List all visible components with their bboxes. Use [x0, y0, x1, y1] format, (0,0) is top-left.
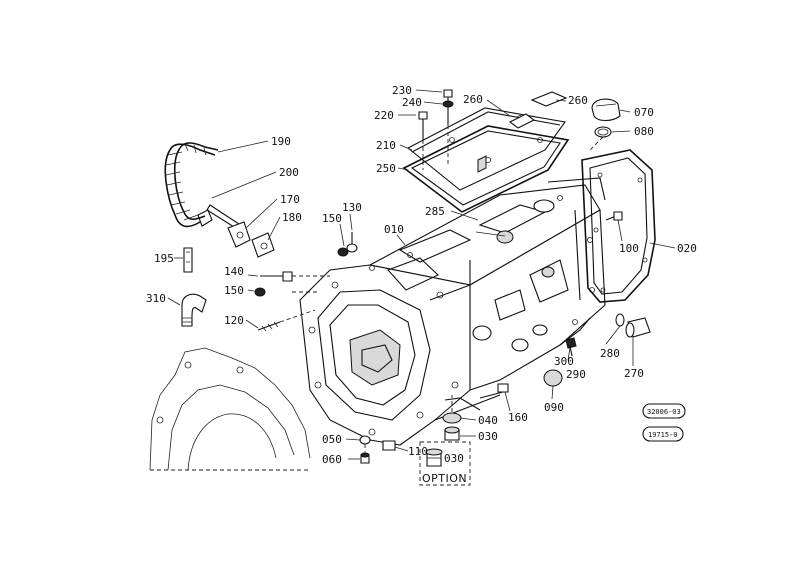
label-220: 220 — [374, 109, 394, 122]
washer-040 — [442, 412, 462, 424]
leader-lines — [167, 89, 676, 460]
label-100: 100 — [619, 242, 639, 255]
label-170: 170 — [280, 193, 300, 206]
label-300: 300 — [554, 355, 574, 368]
label-150-a: 150 — [224, 284, 244, 297]
label-280: 280 — [600, 347, 620, 360]
clip-195 — [183, 247, 193, 273]
option-box — [419, 441, 471, 486]
stamp-code-2: 19715-0 — [648, 431, 678, 439]
label-020: 020 — [677, 242, 697, 255]
label-050: 050 — [322, 433, 342, 446]
label-030-b: 030 — [444, 452, 464, 465]
label-290: 290 — [566, 368, 586, 381]
option-label: OPTION — [422, 472, 467, 485]
label-110: 110 — [408, 445, 428, 458]
top-cover-gasket — [402, 125, 570, 213]
plug-060 — [360, 452, 370, 464]
label-150-b: 150 — [322, 212, 342, 225]
label-240: 240 — [402, 96, 422, 109]
elbow-310 — [181, 293, 207, 327]
o-ring-280 — [615, 313, 625, 327]
label-130: 130 — [342, 201, 362, 214]
plug-270 — [625, 317, 651, 338]
filler-cap-070 — [591, 98, 621, 122]
plug-290 — [565, 337, 577, 357]
part-labels: 010 020 030 030 040 050 060 070 080 090 … — [146, 84, 697, 485]
drain-plug-030 — [444, 426, 460, 441]
o-ring-080 — [594, 126, 612, 138]
label-260-a: 260 — [463, 93, 483, 106]
plate-260 — [530, 91, 568, 107]
label-310: 310 — [146, 292, 166, 305]
label-040: 040 — [478, 414, 498, 427]
breather-hose — [164, 142, 219, 228]
top-cover — [407, 107, 566, 191]
side-cover — [581, 149, 656, 303]
stamp-code-1: 32006-03 — [647, 408, 681, 416]
label-250: 250 — [376, 162, 396, 175]
label-090: 090 — [544, 401, 564, 414]
label-180: 180 — [282, 211, 302, 224]
label-030-a: 030 — [478, 430, 498, 443]
label-060: 060 — [322, 453, 342, 466]
label-260-b: 260 — [568, 94, 588, 107]
bracket-170 — [227, 221, 251, 248]
transmission-case — [299, 177, 606, 446]
bolt-100 — [605, 211, 623, 221]
washer-150-right — [337, 247, 349, 257]
washer-240 — [442, 100, 454, 108]
label-230: 230 — [392, 84, 412, 97]
plug-110 — [382, 440, 396, 451]
washer-150-left — [254, 287, 266, 297]
label-270: 270 — [624, 367, 644, 380]
bracket-180 — [251, 232, 275, 258]
label-120: 120 — [224, 314, 244, 327]
bolt-220 — [418, 111, 428, 140]
label-285: 285 — [425, 205, 445, 218]
bolt-140 — [260, 271, 293, 282]
label-010: 010 — [384, 223, 404, 236]
bolt-160 — [479, 383, 509, 399]
label-080: 080 — [634, 125, 654, 138]
label-190: 190 — [271, 135, 291, 148]
reference-stamps: 32006-03 19715-0 — [642, 403, 686, 442]
plug-090 — [543, 369, 563, 387]
label-195: 195 — [154, 252, 174, 265]
label-070: 070 — [634, 106, 654, 119]
stud-120 — [257, 321, 281, 332]
label-140: 140 — [224, 265, 244, 278]
label-160: 160 — [508, 411, 528, 424]
label-210: 210 — [376, 139, 396, 152]
label-200: 200 — [279, 166, 299, 179]
clutch-housing-background — [149, 347, 311, 471]
bolt-130 — [346, 232, 358, 253]
plug-050 — [359, 435, 371, 445]
